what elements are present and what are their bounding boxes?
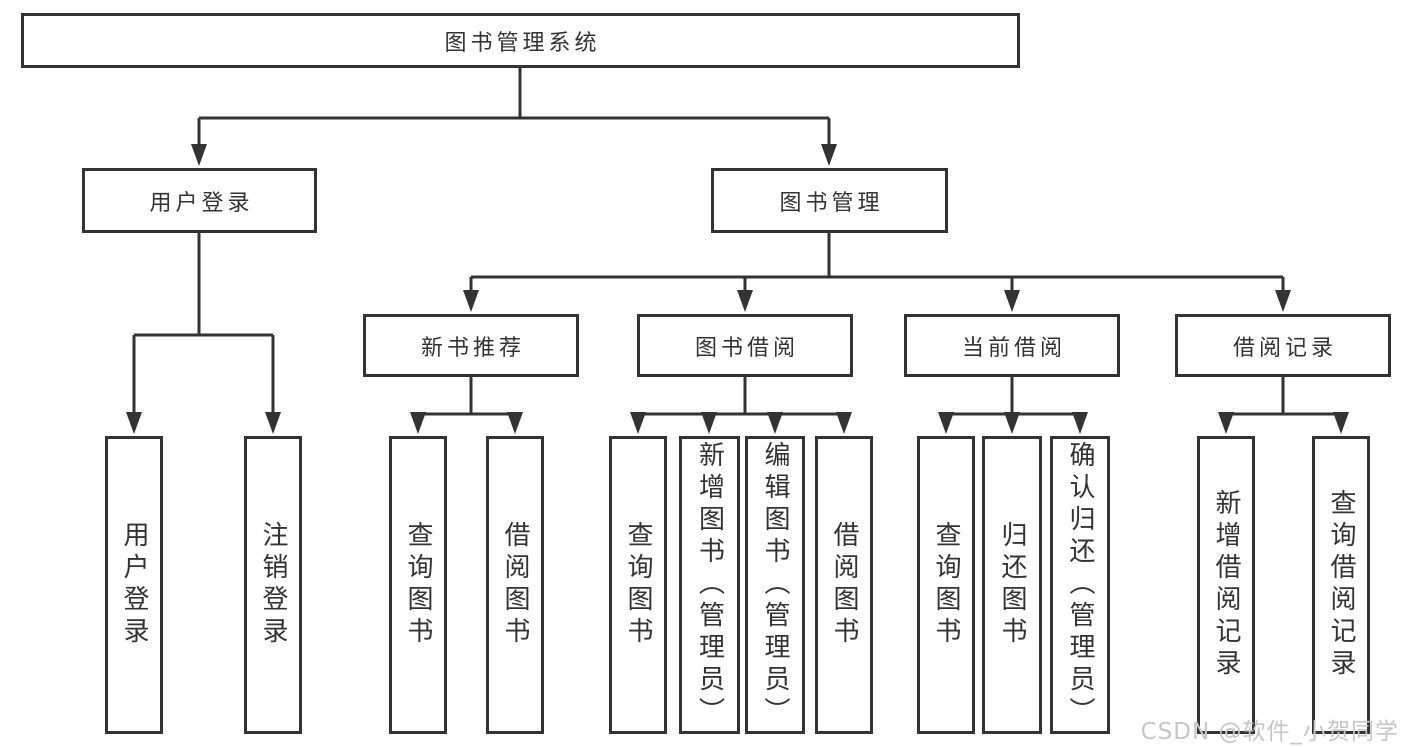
arrowhead — [701, 412, 717, 434]
arrowhead — [630, 412, 646, 434]
leaf-label: 注销登录 — [258, 521, 288, 649]
leaf-label: 新增借阅记录 — [1211, 489, 1241, 681]
arrowhead — [507, 412, 523, 434]
arrowhead — [836, 412, 852, 434]
leaf-label: 借阅图书 — [500, 521, 530, 649]
node-label: 图书管理 — [779, 190, 884, 216]
arrowhead — [126, 412, 142, 434]
leaf-edit-books-admin: 编辑图书（管理员） — [745, 436, 805, 734]
node-borrowing-records: 借阅记录 — [1175, 314, 1391, 377]
node-label: 当前借阅 — [961, 335, 1066, 361]
node-label: 图书借阅 — [694, 335, 799, 361]
arrowhead — [821, 144, 837, 166]
node-label: 借阅记录 — [1232, 335, 1337, 361]
arrowhead — [1004, 412, 1020, 434]
leaf-query-books-borrowing: 查询图书 — [609, 436, 667, 734]
arrowhead — [1333, 412, 1349, 434]
leaf-query-books-current: 查询图书 — [917, 436, 975, 734]
leaf-borrow-books-borrowing: 借阅图书 — [815, 436, 873, 734]
leaf-label: 查询借阅记录 — [1326, 489, 1356, 681]
arrowhead — [1218, 412, 1234, 434]
node-book-management: 图书管理 — [711, 168, 948, 233]
connector-arrowheads — [126, 144, 1349, 434]
node-label: 用户登录 — [149, 190, 254, 216]
leaf-confirm-return-admin: 确认归还（管理员） — [1050, 436, 1110, 734]
arrowhead — [1004, 290, 1020, 312]
leaf-label: 查询图书 — [403, 521, 433, 649]
leaf-label: 查询图书 — [623, 521, 653, 649]
node-library-management-system: 图书管理系统 — [21, 13, 1020, 68]
arrowhead — [1072, 412, 1088, 434]
arrowhead — [938, 412, 954, 434]
arrowhead — [265, 412, 281, 434]
csdn-watermark: CSDN @软件_小贺同学 — [1140, 719, 1399, 745]
node-label: 新书推荐 — [420, 335, 525, 361]
leaf-label: 借阅图书 — [829, 521, 859, 649]
node-book-borrowing: 图书借阅 — [637, 314, 853, 377]
leaf-add-borrow-record: 新增借阅记录 — [1197, 436, 1255, 734]
leaf-user-login: 用户登录 — [105, 436, 163, 734]
leaf-label: 查询图书 — [931, 521, 961, 649]
connector-lines — [132, 68, 1341, 416]
arrowhead — [410, 412, 426, 434]
leaf-label: 新增图书（管理员） — [694, 441, 725, 729]
node-new-book-recommendation: 新书推荐 — [363, 314, 579, 377]
arrowhead — [1275, 290, 1291, 312]
node-label: 图书管理系统 — [444, 30, 601, 56]
leaf-label: 用户登录 — [119, 521, 149, 649]
node-user-login: 用户登录 — [82, 168, 317, 233]
leaf-query-borrow-record: 查询借阅记录 — [1312, 436, 1370, 734]
arrowhead — [463, 290, 479, 312]
leaf-return-books: 归还图书 — [982, 436, 1042, 734]
leaf-label: 归还图书 — [997, 521, 1027, 649]
leaf-query-books-recommendation: 查询图书 — [389, 436, 447, 734]
leaf-logout: 注销登录 — [244, 436, 302, 734]
leaf-borrow-books-recommendation: 借阅图书 — [486, 436, 544, 734]
arrowhead — [767, 412, 783, 434]
arrowhead — [737, 290, 753, 312]
leaf-add-books-admin: 新增图书（管理员） — [679, 436, 740, 734]
node-current-borrowing: 当前借阅 — [904, 314, 1120, 377]
arrowhead — [191, 144, 207, 166]
leaf-label: 确认归还（管理员） — [1065, 441, 1095, 729]
leaf-label: 编辑图书（管理员） — [760, 441, 790, 729]
